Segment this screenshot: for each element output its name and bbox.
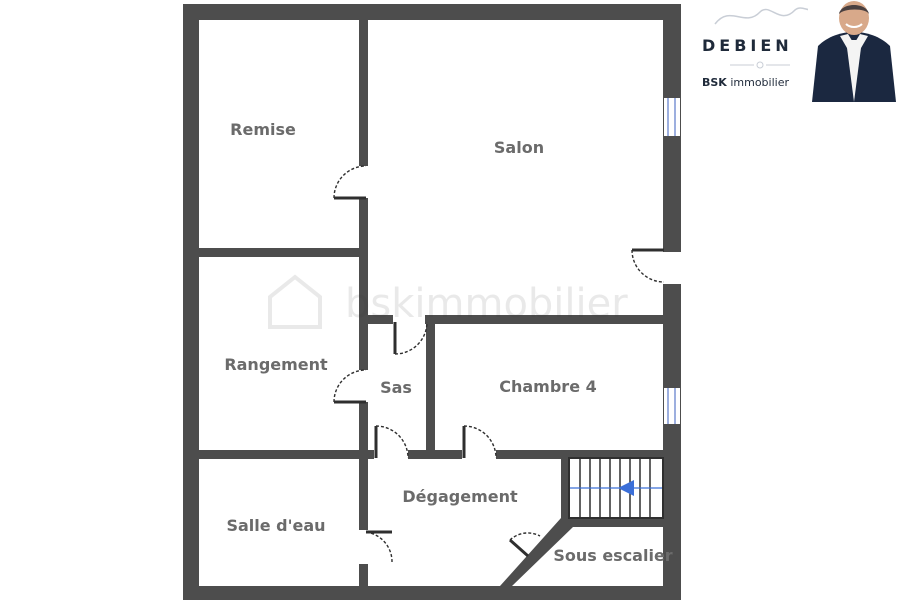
door-opening [374,449,408,460]
agent-portrait [808,0,900,102]
agent-name: DEBIEN [702,36,793,55]
ornament-icon [730,61,790,69]
room-label-salon: Salon [494,138,544,157]
door-swing-salon [631,248,665,283]
room-label-remise: Remise [230,120,296,139]
room-label-degagement: Dégagement [402,487,518,506]
room-floor-salon [368,20,663,315]
window [664,98,680,136]
room-label-sous-escalier: Sous escalier [553,546,672,565]
door-swing-salle-eau [365,530,393,563]
door-opening [359,530,369,564]
door-swing-sous-escalier [509,532,541,558]
agent-badge: DEBIEN BSK immobilier [690,0,900,110]
door-opening [663,252,681,284]
door-opening [359,370,369,402]
room-floor-salle-eau [199,459,359,586]
room-floor-sas [368,324,426,450]
window [664,388,680,424]
room-label-chambre4: Chambre 4 [499,377,597,396]
room-label-sas: Sas [380,378,412,397]
staircase [568,457,664,519]
door-swing-chambre4 [462,425,497,459]
room-floor-rangement [199,257,359,450]
room-floor-sous-escalier [512,527,663,586]
room-label-salle-eau: Salle d'eau [226,516,325,535]
door-swing-remise [333,165,367,200]
house-logo-icon [268,274,322,329]
door-swing-rangement [333,369,367,404]
signature-icon [714,7,817,25]
door-opening [462,449,496,460]
watermark-text: bskimmobilier [345,281,628,327]
room-label-rangement: Rangement [224,355,328,374]
room-floor-chambre4 [435,324,663,450]
room-floor-degagement [368,459,561,586]
watermark: bskimmobilier [268,274,628,329]
door-opening [359,166,369,198]
door-opening [393,314,425,325]
door-swing-sas-top [393,321,428,355]
door-swing-sas-bottom [374,425,409,459]
room-floor-remise [199,20,359,248]
stair-arrow-icon [618,480,634,496]
agency-name: BSK immobilier [702,76,789,89]
